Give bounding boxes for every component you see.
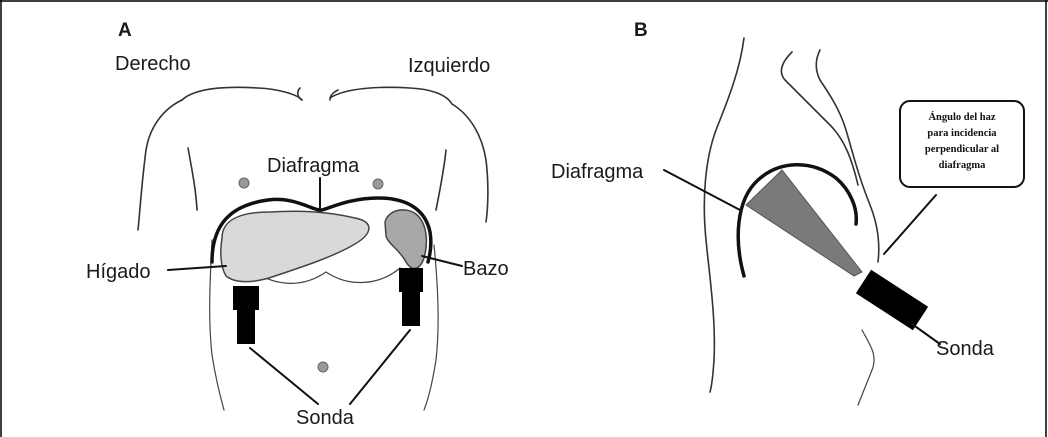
nipple-right [373,179,383,189]
leader-probe-left [250,348,318,404]
beam-angle-callout: Ángulo del haz para incidencia perpendic… [900,101,1024,187]
callout-line-4: diafragma [939,160,986,171]
label-diaphragm-b: Diafragma [551,161,644,183]
callout-line-2: para incidencia [927,128,997,139]
callout-line-3: perpendicular al [925,144,999,155]
panel-a-letter: A [118,20,132,41]
leader-callout [884,195,936,254]
label-probe-a: Sonda [296,407,355,429]
probe-left [233,286,259,344]
panel-b-letter: B [634,20,648,41]
liver-shape [221,211,369,281]
leader-diaphragm-b [664,170,740,210]
callout-line-1: Ángulo del haz [928,111,995,123]
leader-liver [168,266,226,270]
leader-probe-right [350,330,410,404]
label-spleen: Bazo [463,258,509,280]
nipple-left [239,178,249,188]
panel-a: A Derecho Izquierdo [86,20,509,429]
probe-b [856,270,928,331]
label-liver: Hígado [86,261,151,283]
panel-b: B Diafragma Sonda Ángulo del haz para in… [551,20,1024,405]
label-probe-b: Sonda [936,338,995,360]
label-right-side: Derecho [115,53,191,75]
label-left-side: Izquierdo [408,55,490,77]
spleen-shape [385,210,426,269]
probe-right [399,268,423,326]
navel [318,362,328,372]
label-diaphragm-a: Diafragma [267,155,360,177]
